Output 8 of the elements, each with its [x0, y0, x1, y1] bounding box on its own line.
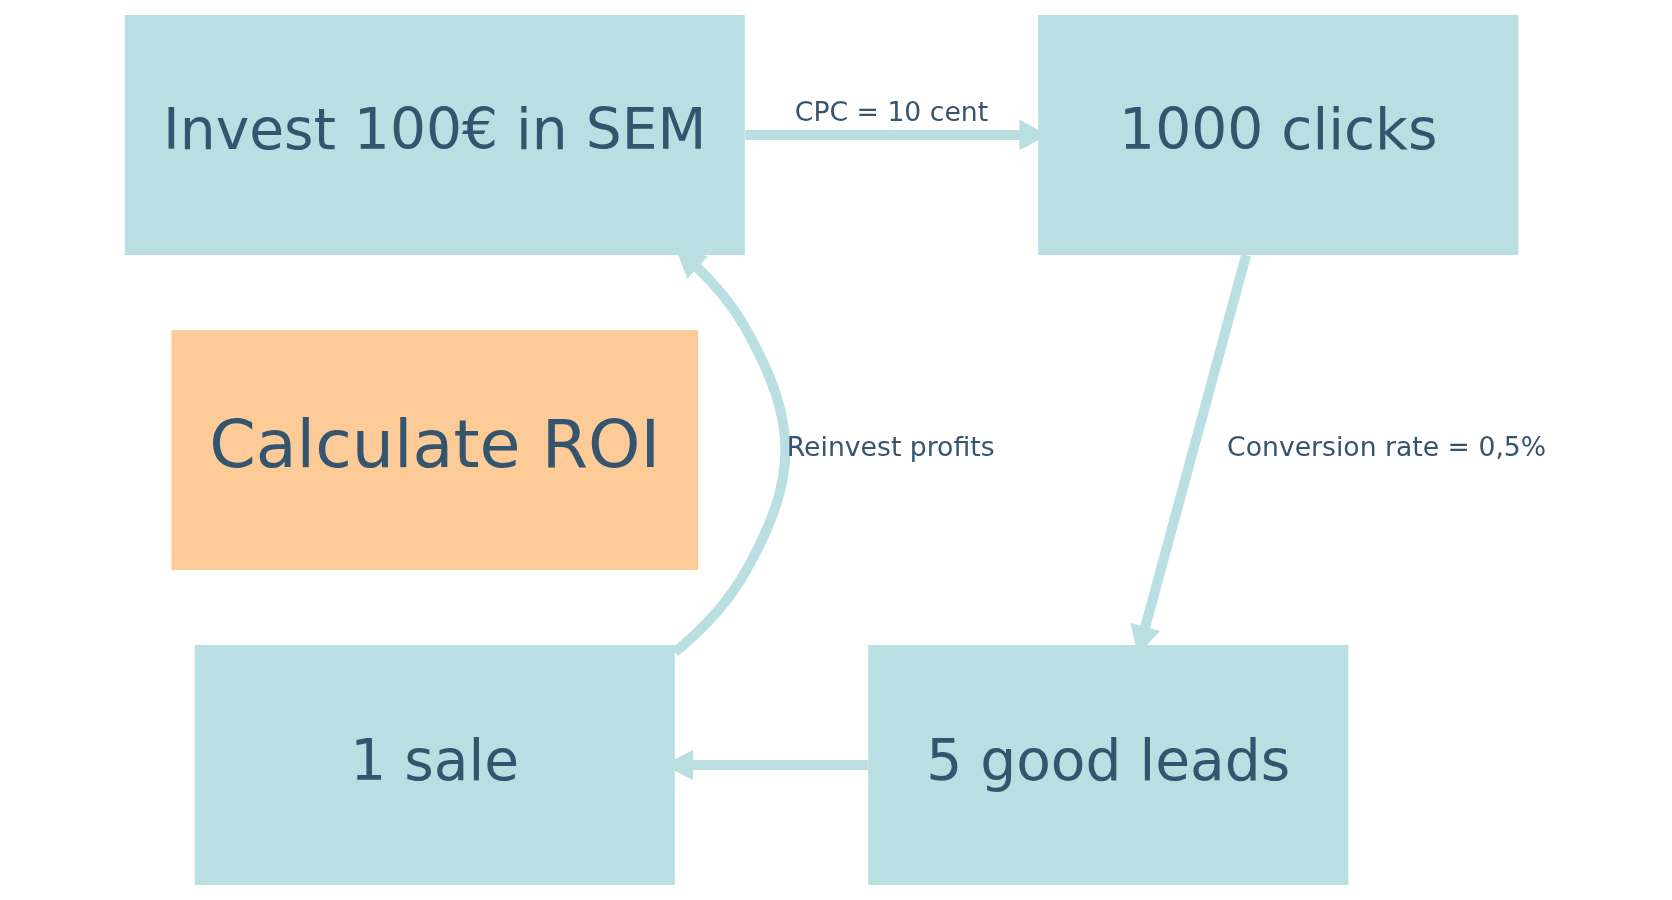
node-box: 1 sale [194, 645, 675, 886]
edge-label: Conversion rate = 0,5% [1226, 431, 1546, 463]
edge-label: CPC = 10 cent [794, 96, 988, 128]
node-box: Invest 100€ in SEM [124, 14, 745, 255]
edge-label: Reinvest profits [786, 431, 995, 463]
node-box: Calculate ROI [170, 329, 698, 571]
node-box: 1000 clicks [1037, 14, 1518, 255]
node-box: 5 good leads [867, 645, 1348, 886]
